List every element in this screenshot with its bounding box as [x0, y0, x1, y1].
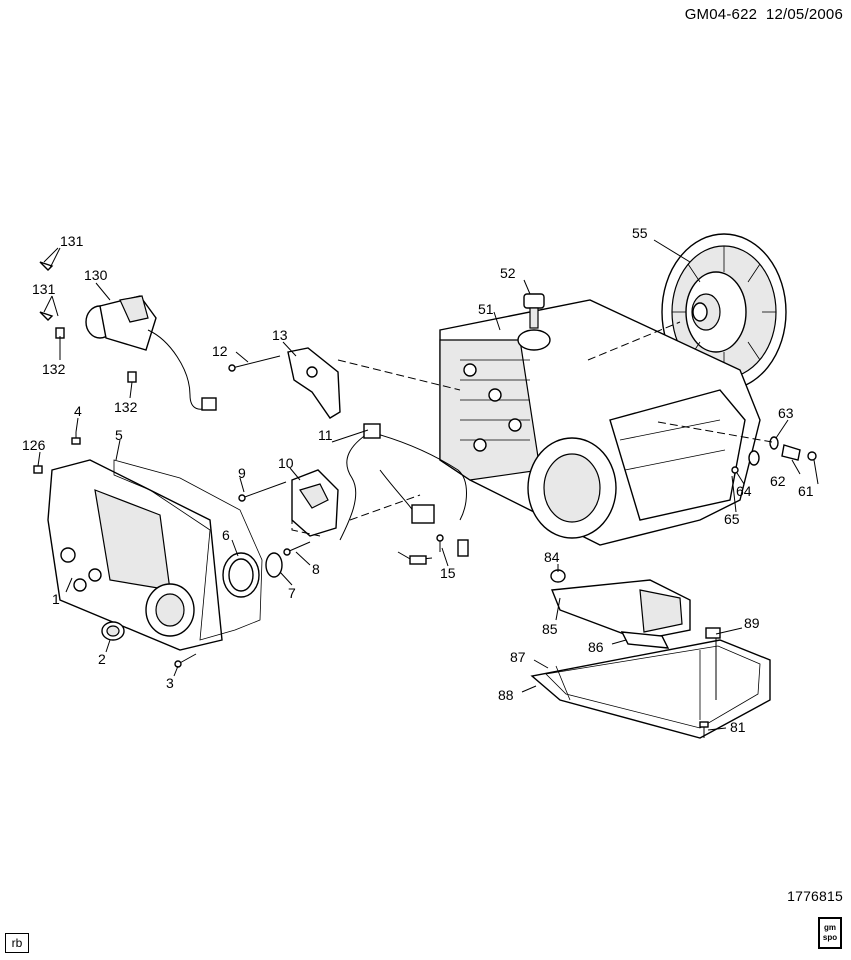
- manual-shaft-bracket[interactable]: [287, 347, 341, 419]
- pump-assembly[interactable]: [291, 469, 339, 537]
- bolt-81[interactable]: [699, 721, 709, 738]
- speed-sensor-parts[interactable]: [731, 436, 817, 474]
- diagram-header: GM04-622 12/05/2006: [685, 6, 843, 23]
- bolt-4[interactable]: [71, 432, 81, 445]
- callout-85: 85: [542, 621, 558, 637]
- callout-3: 3: [166, 675, 174, 691]
- callout-2: 2: [98, 651, 106, 667]
- fluid-filter[interactable]: [551, 579, 691, 641]
- seal-ring[interactable]: [222, 552, 260, 598]
- cover-gasket[interactable]: [113, 459, 263, 641]
- callout-7: 7: [288, 585, 296, 601]
- callout-89: 89: [744, 615, 760, 631]
- callout-81: 81: [730, 719, 746, 735]
- shift-actuator[interactable]: [85, 295, 217, 411]
- callout-8: 8: [312, 561, 320, 577]
- callout-11: 11: [318, 427, 333, 443]
- callout-9: 9: [238, 465, 246, 481]
- diagram-code: GM04-622: [684, 6, 758, 23]
- oil-pan[interactable]: [530, 639, 771, 739]
- bolt-3[interactable]: [174, 653, 197, 668]
- callout-130: 130: [84, 267, 108, 283]
- callout-65: 65: [724, 511, 740, 527]
- corner-tag: rb: [5, 933, 29, 953]
- callout-61: 61: [798, 483, 814, 499]
- callout-63: 63: [778, 405, 794, 421]
- alignment-lines: [291, 321, 773, 537]
- reference-number: 1776815: [787, 888, 843, 904]
- callout-10: 10: [278, 455, 294, 471]
- callout-86: 86: [588, 639, 604, 655]
- callout-131: 131: [32, 281, 56, 297]
- side-cover[interactable]: [47, 459, 223, 651]
- callout-13: 13: [272, 327, 288, 343]
- callout-labels: 131 130 131 132 132 4 126 5 12 13 11 10 …: [22, 225, 814, 735]
- callout-12: 12: [212, 343, 228, 359]
- diagram-date: 12/05/2006: [765, 6, 843, 23]
- bolt-15[interactable]: [436, 534, 444, 552]
- fill-cap[interactable]: [517, 293, 551, 351]
- bolt-8[interactable]: [283, 541, 311, 556]
- callout-62: 62: [770, 473, 786, 489]
- callout-84: 84: [544, 549, 560, 565]
- callout-64: 64: [736, 483, 752, 499]
- pan-gasket-89[interactable]: [705, 627, 721, 639]
- callout-51: 51: [478, 301, 494, 317]
- callout-126: 126: [22, 437, 46, 453]
- callout-131: 131: [60, 233, 84, 249]
- snap-ring[interactable]: [265, 552, 283, 578]
- callout-132: 132: [114, 399, 138, 415]
- callout-15: 15: [440, 565, 456, 581]
- bolt-126[interactable]: [33, 465, 43, 474]
- transmission-case[interactable]: [439, 299, 761, 546]
- leader-lines: [37, 239, 819, 731]
- callout-4: 4: [74, 403, 82, 419]
- callout-5: 5: [115, 427, 123, 443]
- bolt-9[interactable]: [238, 481, 287, 502]
- wiring-harness[interactable]: [339, 423, 469, 565]
- callout-52: 52: [500, 265, 516, 281]
- axle-seal[interactable]: [101, 621, 125, 641]
- callout-55: 55: [632, 225, 648, 241]
- callout-87: 87: [510, 649, 526, 665]
- callout-6: 6: [222, 527, 230, 543]
- callout-132: 132: [42, 361, 66, 377]
- callout-88: 88: [498, 687, 514, 703]
- bolt-131[interactable]: [39, 261, 54, 321]
- gm-spo-logo: gm spo: [818, 917, 842, 949]
- bolt-12[interactable]: [228, 355, 281, 372]
- callout-1: 1: [52, 591, 60, 607]
